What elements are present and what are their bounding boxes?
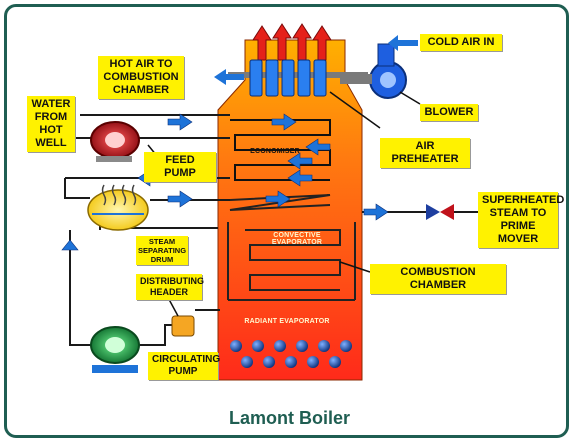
label-distributing-header: DISTRIBUTING HEADER — [136, 274, 204, 300]
steam-drum — [87, 184, 149, 231]
radiant-evaporator-coil — [227, 222, 356, 301]
label-radiant-evaporator: RADIANT EVAPORATOR — [244, 318, 330, 325]
feed-pump[interactable] — [90, 121, 140, 162]
label-air-preheater: AIR PREHEATER — [380, 138, 470, 168]
label-combustion-chamber: COMBUSTION CHAMBER — [370, 264, 506, 294]
cold-air-arrow — [388, 35, 418, 51]
blower[interactable] — [340, 43, 407, 99]
radiant-tubes — [230, 340, 352, 368]
label-steam-drum: STEAM SEPARATING DRUM — [136, 236, 188, 265]
label-cold-air-in: COLD AIR IN — [420, 34, 502, 51]
label-circulating-pump: CIRCULATING PUMP — [148, 352, 220, 380]
distributing-header — [171, 315, 195, 337]
circulating-pump[interactable] — [90, 326, 140, 373]
label-economiser: ECONOMISER — [250, 148, 300, 155]
label-hot-air: HOT AIR TO COMBUSTION CHAMBER — [98, 56, 184, 99]
label-blower: BLOWER — [420, 104, 478, 121]
steam-valve — [426, 204, 454, 220]
label-superheated: SUPERHEATED STEAM TO PRIME MOVER — [478, 192, 564, 248]
flow-arrows — [61, 113, 389, 251]
label-water: WATER FROM HOT WELL — [27, 96, 75, 152]
hot-air-arrow — [214, 69, 244, 85]
exhaust-arrows — [252, 23, 332, 61]
economiser-coil — [230, 119, 331, 181]
label-convective-evaporator: CONVECTIVE EVAPORATOR — [271, 232, 323, 246]
furnace-body — [217, 39, 363, 381]
air-preheater-tubes — [228, 59, 368, 97]
label-feed-pump: FEED PUMP — [144, 152, 216, 182]
diagram-caption: Lamont Boiler — [228, 408, 350, 428]
